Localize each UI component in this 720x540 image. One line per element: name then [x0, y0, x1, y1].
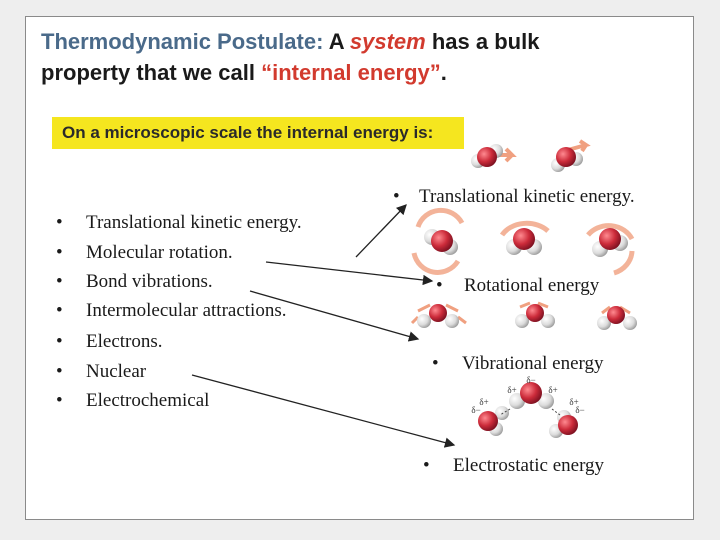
- title-line-1: Thermodynamic Postulate: A system has a …: [41, 29, 539, 55]
- partial-charge-label: δ−: [575, 405, 584, 415]
- bullet-icon: •: [423, 455, 430, 476]
- highlight-text: On a microscopic scale the internal ener…: [62, 123, 434, 142]
- list-item-label: Electrochemical: [86, 390, 210, 411]
- title-a: A: [328, 29, 344, 54]
- list-item-label: Bond vibrations.: [86, 271, 213, 292]
- arrow-electrostatic: [191, 374, 456, 448]
- bullet-icon: •: [56, 212, 63, 233]
- arrow-translational: [355, 204, 407, 258]
- bullet-icon: •: [56, 242, 63, 263]
- partial-charge-label: δ+: [479, 397, 488, 407]
- translational-molecule-icon: [551, 139, 591, 172]
- title-property: property that we call: [41, 60, 255, 85]
- arrow-rotational: [265, 261, 434, 286]
- title-internal-energy: “internal energy”: [261, 60, 441, 85]
- bullet-icon: •: [56, 271, 63, 292]
- title-system: system: [349, 29, 426, 54]
- translational-molecule-icon: [471, 144, 517, 168]
- molecule-illustrations: δ− δ+ δ+ δ− δ+ δ− δ+: [191, 139, 637, 448]
- rotational-molecule-icon: [411, 207, 465, 275]
- rotational-molecule-icon: [499, 220, 550, 255]
- right-label-text: Translational kinetic energy.: [419, 186, 635, 207]
- bullet-icon: •: [393, 186, 400, 207]
- list-item: • Translational kinetic energy.: [56, 212, 302, 234]
- bullet-icon: •: [432, 353, 439, 374]
- vibrational-molecule-icon: [515, 301, 555, 328]
- right-label-text: Electrostatic energy: [453, 455, 605, 476]
- list-item: • Molecular rotation.: [56, 242, 233, 264]
- list-item: • Nuclear: [56, 361, 146, 383]
- right-label-vibrational: • Vibrational energy: [432, 353, 604, 375]
- list-item-label: Intermolecular attractions.: [86, 300, 287, 321]
- bullet-icon: •: [56, 331, 63, 352]
- rotational-molecule-icon: [586, 223, 635, 276]
- right-label-rotational: • Rotational energy: [436, 275, 599, 297]
- title-has-bulk: has a bulk: [431, 29, 540, 54]
- list-item-label: Translational kinetic energy.: [86, 212, 302, 233]
- list-item-label: Nuclear: [86, 361, 147, 382]
- vibrational-molecule-icon: [597, 305, 637, 330]
- list-item-label: Electrons.: [86, 331, 163, 352]
- vibrational-molecule-icon: [410, 303, 467, 328]
- bullet-icon: •: [56, 390, 63, 411]
- bullet-icon: •: [56, 361, 63, 382]
- right-label-text: Rotational energy: [464, 275, 600, 296]
- right-label-translational: • Translational kinetic energy.: [393, 186, 635, 208]
- partial-charge-label: δ−: [471, 405, 480, 415]
- partial-charge-label: δ+: [569, 397, 578, 407]
- right-label-electrostatic: • Electrostatic energy: [423, 455, 604, 477]
- partial-charge-label: δ+: [507, 385, 516, 395]
- partial-charge-label: δ−: [526, 375, 535, 385]
- arrow-vibrational: [249, 290, 420, 342]
- list-item: • Electrons.: [56, 331, 163, 353]
- right-label-text: Vibrational energy: [462, 353, 604, 374]
- list-item: • Intermolecular attractions.: [56, 300, 286, 322]
- slide: Thermodynamic Postulate: A system has a …: [25, 16, 694, 520]
- list-item: • Electrochemical: [56, 390, 209, 412]
- electrostatic-cluster-icon: δ− δ+ δ+ δ− δ+ δ− δ+: [471, 375, 585, 438]
- title-line-2: property that we call “internal energy”.: [41, 60, 447, 86]
- list-item-label: Molecular rotation.: [86, 242, 233, 263]
- partial-charge-label: δ+: [548, 385, 557, 395]
- title-period: .: [440, 60, 447, 85]
- title-postulate: Thermodynamic Postulate:: [41, 29, 324, 54]
- bullet-icon: •: [56, 300, 63, 321]
- bullet-icon: •: [436, 275, 443, 296]
- list-item: • Bond vibrations.: [56, 271, 213, 293]
- highlight-box: On a microscopic scale the internal ener…: [52, 117, 464, 149]
